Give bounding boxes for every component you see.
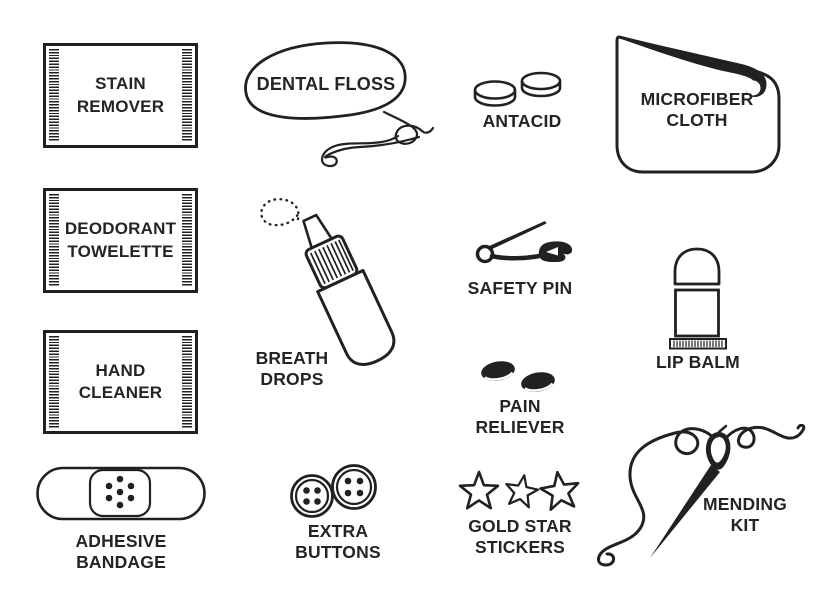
item-label: MENDING KIT (702, 494, 788, 535)
item-label: STAIN REMOVER (76, 74, 165, 116)
item-label: LIP BALM (656, 352, 740, 372)
safety-pin-icon (475, 221, 573, 264)
item-extra-buttons: EXTRA BUTTONS (288, 460, 388, 562)
item-hand-cleaner: HAND CLEANER (43, 330, 198, 434)
lip-balm-tube-icon (669, 247, 727, 350)
item-microfiber-cloth: MICROFIBER CLOTH (611, 31, 783, 177)
item-mending-kit: MENDING KIT (593, 424, 815, 570)
item-stain-remover: STAIN REMOVER (43, 43, 198, 148)
crimp-edge-icon (49, 194, 59, 287)
item-label: ADHESIVE BANDAGE (75, 531, 167, 572)
crimp-edge-icon (49, 49, 59, 142)
item-label: PAIN RELIEVER (475, 396, 565, 437)
item-label: EXTRA BUTTONS (295, 521, 381, 562)
item-antacid: ANTACID (470, 66, 574, 136)
item-dental-floss: DENTAL FLOSS (238, 36, 443, 176)
item-pain-reliever: PAIN RELIEVER (462, 354, 578, 437)
item-label: ANTACID (482, 111, 562, 131)
item-safety-pin: SAFETY PIN (462, 216, 578, 301)
item-breath-drops: BREATH DROPS (232, 188, 417, 389)
bandage-icon (36, 466, 206, 521)
item-gold-star-stickers: GOLD STAR STICKERS (458, 468, 582, 564)
item-label: DEODORANT TOWELETTE (64, 219, 177, 261)
crimp-edge-icon (182, 194, 192, 287)
item-label: GOLD STAR STICKERS (468, 516, 572, 557)
item-label: SAFETY PIN (467, 278, 573, 298)
item-label: HAND CLEANER (78, 360, 163, 402)
pills-icon (481, 361, 555, 392)
tablets-icon (473, 71, 562, 107)
buttons-icon (290, 464, 377, 518)
floss-strand-icon (244, 41, 435, 168)
stars-icon (458, 470, 580, 511)
item-lip-balm: LIP BALM (656, 244, 740, 376)
item-adhesive-bandage: ADHESIVE BANDAGE (36, 461, 206, 572)
folded-cloth-icon (615, 35, 781, 174)
crimp-edge-icon (182, 49, 192, 142)
crimp-edge-icon (49, 336, 59, 428)
crimp-edge-icon (182, 336, 192, 428)
item-label: BREATH DROPS (255, 348, 329, 389)
needle-thread-icon (597, 424, 806, 567)
item-deodorant-towelette: DEODORANT TOWELETTE (43, 188, 198, 293)
item-label: DENTAL FLOSS (256, 74, 396, 94)
item-label: MICROFIBER CLOTH (640, 89, 754, 130)
dropper-bottle-icon (260, 197, 396, 366)
